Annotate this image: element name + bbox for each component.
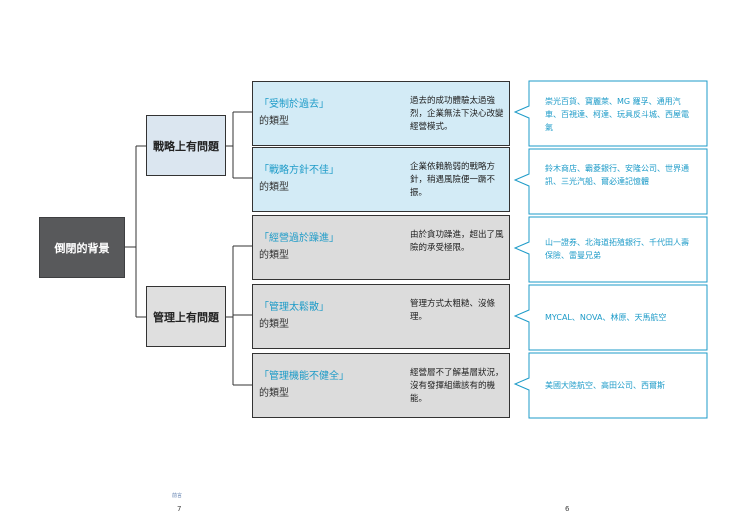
page-number-left: 7 <box>177 505 182 513</box>
examples-text: 鈴木商店、霸菱銀行、安隆公司、世界通訊、三光汽船、爾必達記憶體 <box>545 164 689 186</box>
type-quote: 「受制於過去」 <box>259 99 329 110</box>
root-node: 倒閉的背景 <box>39 217 125 278</box>
callout-bubble-4 <box>513 284 708 351</box>
type-box-3: 「經營過於躁進」 的類型 由於貪功躁進，超出了風險的承受極限。 <box>252 215 510 280</box>
type-name: 「戰略方針不佳」 的類型 <box>259 162 339 196</box>
type-name: 「經營過於躁進」 的類型 <box>259 230 339 264</box>
type-name: 「管理太鬆散」 的類型 <box>259 299 329 333</box>
category-strategy: 戰略上有問題 <box>146 115 226 176</box>
callout-bubble-2 <box>513 148 708 215</box>
type-suffix: 的類型 <box>259 319 289 330</box>
type-quote: 「管理機能不健全」 <box>259 371 349 382</box>
category-label: 管理上有問題 <box>153 310 219 324</box>
type-quote: 「管理太鬆散」 <box>259 302 329 313</box>
category-management: 管理上有問題 <box>146 286 226 347</box>
type-description: 過去的成功體驗太過強烈，企業無法下決心改變經營模式。 <box>410 96 504 132</box>
type-box-2: 「戰略方針不佳」 的類型 企業依賴脆弱的戰略方針，稍遇風險便一蹶不振。 <box>252 147 510 212</box>
type-box-5: 「管理機能不健全」 的類型 經營層不了解基層狀況，沒有發揮組織該有的機能。 <box>252 353 510 418</box>
type-description: 經營層不了解基層狀況，沒有發揮組織該有的機能。 <box>410 368 504 404</box>
type-description: 由於貪功躁進，超出了風險的承受極限。 <box>410 230 504 253</box>
callout-bubble-3 <box>513 216 708 283</box>
type-description: 管理方式太粗糙、沒條理。 <box>410 299 496 322</box>
type-suffix: 的類型 <box>259 388 289 399</box>
examples-text: 山一證券、北海道拓殖銀行、千代田人壽保險、雷曼兄弟 <box>545 238 689 260</box>
section-label: 前言 <box>172 493 183 499</box>
examples-text: 美國大陸航空、高田公司、西爾斯 <box>545 381 665 390</box>
type-suffix: 的類型 <box>259 116 289 127</box>
callout-bubble-1 <box>513 80 708 147</box>
type-name: 「受制於過去」 的類型 <box>259 96 329 130</box>
callout-bubble-5 <box>513 352 708 419</box>
type-name: 「管理機能不健全」 的類型 <box>259 368 349 402</box>
category-label: 戰略上有問題 <box>153 139 219 153</box>
type-quote: 「經營過於躁進」 <box>259 233 339 244</box>
examples-text: 崇光百貨、寶麗萊、MG 羅孚、通用汽車、百視達、柯達、玩具反斗城、西屋電氣 <box>545 97 689 132</box>
type-box-4: 「管理太鬆散」 的類型 管理方式太粗糙、沒條理。 <box>252 284 510 349</box>
type-suffix: 的類型 <box>259 182 289 193</box>
type-suffix: 的類型 <box>259 250 289 261</box>
root-label: 倒閉的背景 <box>54 241 110 255</box>
type-box-1: 「受制於過去」 的類型 過去的成功體驗太過強烈，企業無法下決心改變經營模式。 <box>252 81 510 146</box>
type-quote: 「戰略方針不佳」 <box>259 165 339 176</box>
type-description: 企業依賴脆弱的戰略方針，稍遇風險便一蹶不振。 <box>410 162 496 198</box>
page-number-right: 6 <box>565 505 570 513</box>
examples-text: MYCAL、NOVA、林原、天馬航空 <box>545 313 667 322</box>
